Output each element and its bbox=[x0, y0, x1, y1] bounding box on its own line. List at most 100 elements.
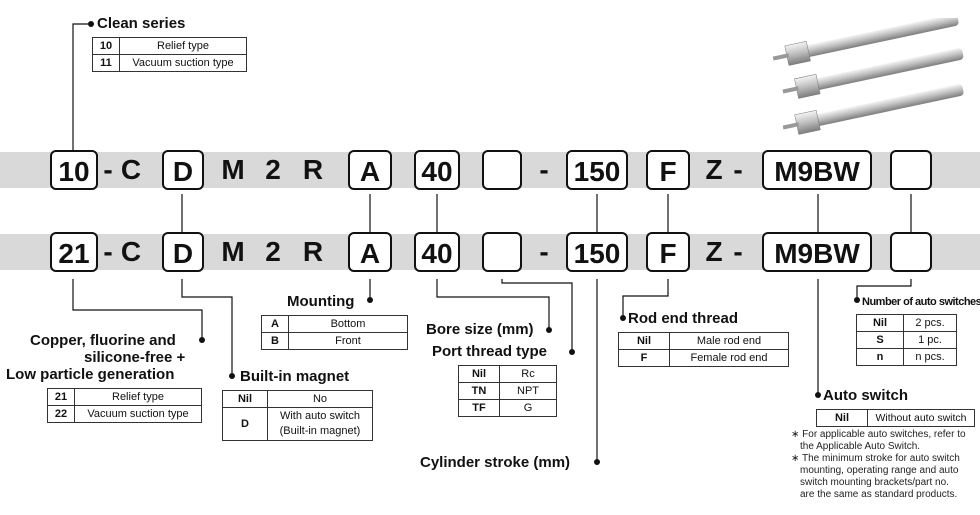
code-cell: D bbox=[222, 407, 268, 441]
code-box-magnet: D bbox=[162, 232, 204, 272]
cylinder-product-image bbox=[772, 18, 964, 135]
code-box-num bbox=[890, 150, 932, 190]
auto-switch-title: Auto switch bbox=[823, 387, 908, 404]
code-char-2: 2 bbox=[265, 236, 281, 267]
code-cell: F bbox=[618, 349, 670, 367]
desc-cell: Female rod end bbox=[669, 349, 789, 367]
code-char-c: C bbox=[120, 236, 142, 267]
code-dash: - bbox=[539, 236, 549, 267]
note-line: ∗ For applicable auto switches, refer to bbox=[791, 429, 966, 440]
code-cell: TN bbox=[458, 382, 500, 400]
clean-series-title: Clean series bbox=[97, 15, 186, 32]
code-box-magnet: D bbox=[162, 150, 204, 190]
desc-cell: No bbox=[267, 390, 373, 408]
code-cell: Nil bbox=[856, 314, 904, 332]
desc-cell: Relief type bbox=[74, 388, 202, 406]
code-box-thread: F bbox=[646, 150, 690, 190]
code-box-num bbox=[890, 232, 932, 272]
note-line: ∗ The minimum stroke for auto switch bbox=[791, 453, 960, 464]
code-box-port bbox=[482, 150, 522, 190]
table-row: D With auto switch (Built-in magnet) bbox=[222, 407, 373, 441]
desc-cell: Rc bbox=[499, 365, 557, 383]
code-box-thread: F bbox=[646, 232, 690, 272]
code-dash: - bbox=[539, 154, 549, 185]
mounting-title: Mounting bbox=[287, 293, 355, 310]
code-box-switch: M9BW bbox=[762, 150, 872, 190]
code-box-prefix: 21 bbox=[50, 232, 98, 272]
desc-cell: Male rod end bbox=[669, 332, 789, 350]
code-cell: 21 bbox=[47, 388, 75, 406]
desc-cell: 2 pcs. bbox=[903, 314, 957, 332]
desc-line: With auto switch bbox=[279, 410, 361, 422]
code-box-port bbox=[482, 232, 522, 272]
code-box-bore: 40 bbox=[414, 232, 460, 272]
copper-free-title: Copper, fluorine and bbox=[30, 332, 176, 349]
note-line: switch mounting brackets/part no. bbox=[800, 477, 949, 488]
code-cell: S bbox=[856, 331, 904, 349]
code-char-m: M bbox=[221, 236, 245, 267]
code-char-z: Z bbox=[705, 154, 723, 185]
code-cell: B bbox=[261, 332, 289, 350]
code-cell: Nil bbox=[618, 332, 670, 350]
desc-cell: Vacuum suction type bbox=[74, 405, 202, 423]
code-dash: - bbox=[103, 154, 113, 185]
desc-cell: NPT bbox=[499, 382, 557, 400]
code-char-m: M bbox=[221, 154, 245, 185]
desc-cell: Relief type bbox=[119, 37, 247, 55]
auto-switch-notes: ∗ For applicable auto switches, refer to… bbox=[791, 429, 976, 501]
port-thread-title: Port thread type bbox=[432, 343, 548, 360]
code-dash: - bbox=[733, 236, 743, 267]
code-cell: A bbox=[261, 315, 289, 333]
code-char-r: R bbox=[302, 236, 324, 267]
code-cell: 22 bbox=[47, 405, 75, 423]
code-cell: n bbox=[856, 348, 904, 366]
num-switches-title: Number of auto switches bbox=[862, 296, 980, 308]
code-box-stroke: 150 bbox=[566, 150, 628, 190]
bore-size-title: Bore size (mm) bbox=[426, 321, 534, 338]
code-char-z: Z bbox=[705, 236, 723, 267]
builtin-magnet-title: Built-in magnet bbox=[240, 368, 350, 385]
code-cell: 11 bbox=[92, 54, 120, 72]
note-line: mounting, operating range and auto bbox=[800, 465, 959, 476]
code-char-2: 2 bbox=[265, 154, 281, 185]
desc-cell: With auto switch (Built-in magnet) bbox=[267, 407, 373, 441]
code-cell: TF bbox=[458, 399, 500, 417]
copper-free-title: Low particle generation bbox=[6, 366, 175, 383]
desc-cell: Bottom bbox=[288, 315, 408, 333]
note-line: the Applicable Auto Switch. bbox=[800, 441, 921, 452]
code-box-stroke: 150 bbox=[566, 232, 628, 272]
rod-end-title: Rod end thread bbox=[628, 310, 739, 327]
desc-cell: 1 pc. bbox=[903, 331, 957, 349]
code-char-c: C bbox=[120, 154, 142, 185]
code-cell: 10 bbox=[92, 37, 120, 55]
copper-free-title: silicone-free + bbox=[84, 349, 186, 366]
code-dash: - bbox=[103, 236, 113, 267]
note-line: are the same as standard products. bbox=[800, 489, 958, 500]
code-box-mounting: A bbox=[348, 150, 392, 190]
code-cell: Nil bbox=[816, 409, 868, 427]
code-cell: Nil bbox=[458, 365, 500, 383]
